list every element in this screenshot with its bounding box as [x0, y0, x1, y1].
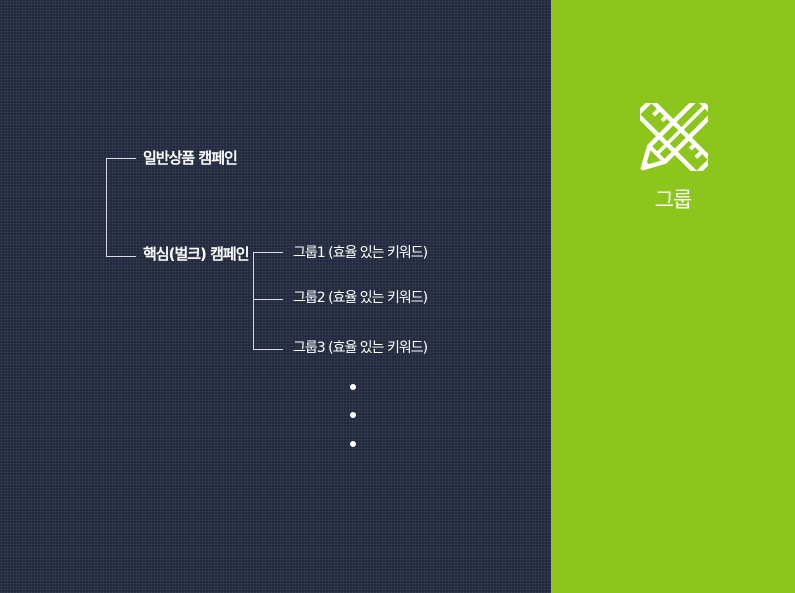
connector-group-3 — [253, 349, 283, 350]
ellipsis-dot-2 — [350, 412, 356, 418]
group-3-label: 그룹3 (효율 있는 키워드) — [293, 340, 428, 356]
connector-group-2 — [253, 299, 283, 300]
pencil-ruler-icon — [640, 103, 708, 171]
group-2-label: 그룹2 (효율 있는 키워드) — [293, 290, 428, 306]
campaign-general-label: 일반상품 캠페인 — [143, 149, 238, 167]
group-1-label: 그룹1 (효율 있는 키워드) — [293, 245, 428, 261]
ellipsis-dot-1 — [350, 384, 356, 390]
connector-campaign-general — [106, 158, 136, 159]
connector-vertical-campaigns — [106, 158, 107, 257]
campaign-core-label: 핵심(벌크) 캠페인 — [143, 245, 250, 263]
sidebar-title: 그룹 — [654, 188, 693, 212]
ellipsis-dot-3 — [350, 441, 356, 447]
connector-campaign-core — [106, 256, 136, 257]
sidebar-panel: 그룹 — [551, 0, 795, 593]
connector-group-1 — [253, 252, 283, 253]
diagram-panel: 일반상품 캠페인 핵심(벌크) 캠페인 그룹1 (효율 있는 키워드) 그룹2 … — [0, 0, 551, 593]
connector-vertical-groups — [253, 252, 254, 350]
